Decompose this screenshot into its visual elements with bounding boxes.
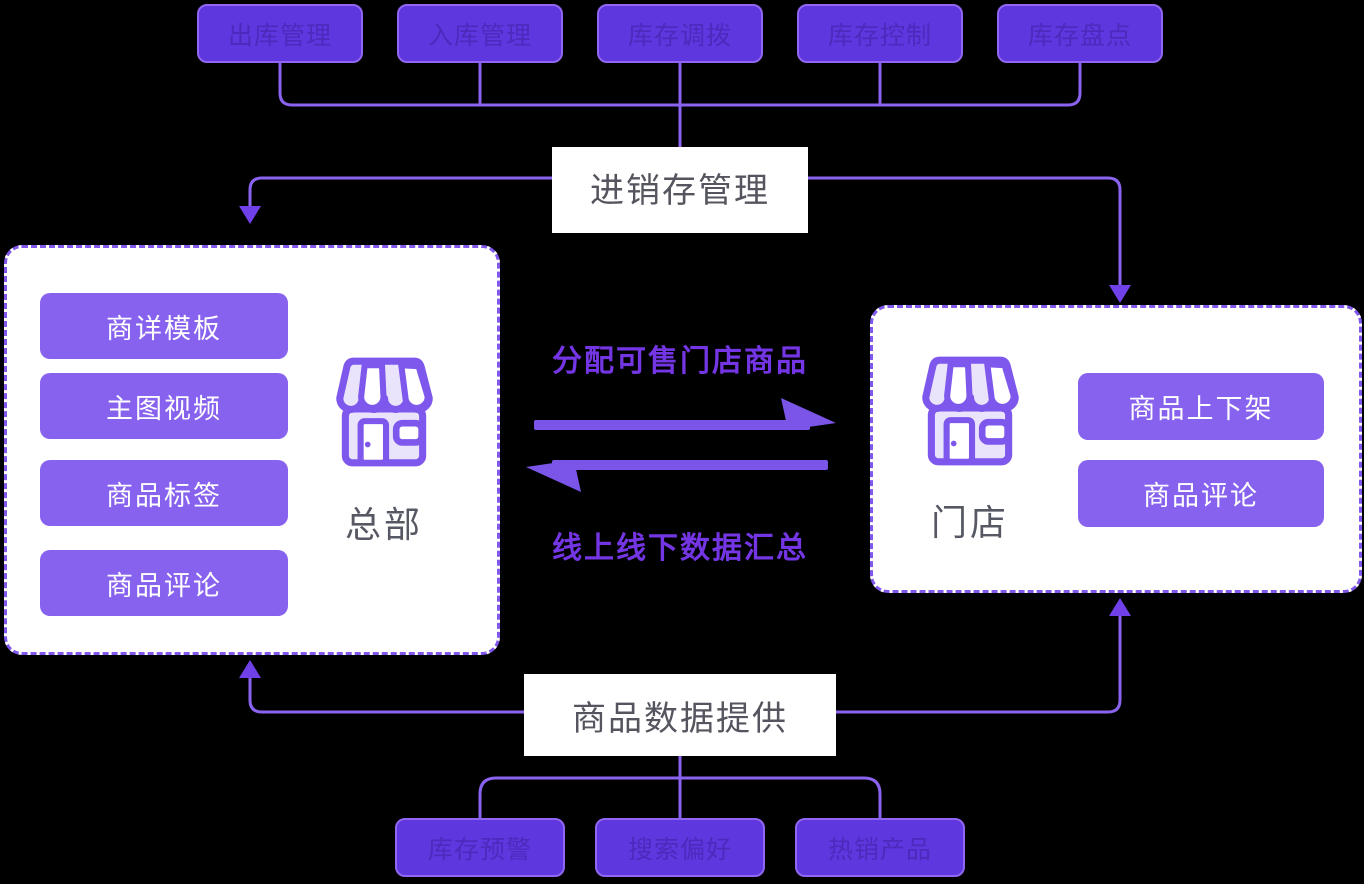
store-module-product-reviews: 商品评论 (1078, 460, 1324, 527)
arrowhead-up-left (239, 660, 261, 678)
chip-inbound-management: 入库管理 (397, 4, 563, 63)
hq-module-main-video: 主图视频 (40, 373, 288, 439)
store-store-icon (909, 355, 1031, 469)
hq-module-detail-template: 商详模板 (40, 293, 288, 359)
hq-module-product-reviews: 商品评论 (40, 550, 288, 616)
arrowhead-down-right (1109, 285, 1131, 303)
inventory-flow-text: 进销存管理 (590, 172, 770, 210)
arrow-left-icon (526, 460, 828, 492)
inventory-flow-label: 进销存管理 (552, 147, 808, 233)
arrow-right-icon (534, 398, 836, 430)
chip-inventory-transfer: 库存调拨 (597, 4, 763, 63)
productdata-to-hq-line (248, 676, 524, 714)
arrowhead-down-left (239, 206, 261, 224)
allocate-products-text: 分配可售门店商品 (552, 345, 808, 378)
chip-search-preference: 搜索偏好 (595, 818, 765, 877)
chip-hot-products: 热销产品 (795, 818, 965, 877)
inventory-to-store-line (808, 176, 1122, 287)
arrowhead-up-right (1109, 598, 1131, 616)
headquarters-store-icon (323, 356, 445, 470)
data-summary-text: 线上线下数据汇总 (552, 532, 808, 565)
product-data-flow-label: 商品数据提供 (524, 674, 836, 756)
productdata-to-store-line (836, 614, 1122, 714)
headquarters-label: 总部 (344, 504, 423, 545)
inventory-to-hq-line (248, 176, 552, 208)
chip-inventory-count: 库存盘点 (997, 4, 1163, 63)
chip-inventory-warning: 库存预警 (395, 818, 565, 877)
chip-inventory-control: 库存控制 (797, 4, 963, 63)
store-label: 门店 (930, 502, 1009, 543)
store-module-shelf-toggle: 商品上下架 (1078, 373, 1324, 440)
product-data-flow-text: 商品数据提供 (572, 699, 788, 738)
chip-outbound-management: 出库管理 (197, 4, 363, 63)
hq-module-product-tags: 商品标签 (40, 460, 288, 526)
